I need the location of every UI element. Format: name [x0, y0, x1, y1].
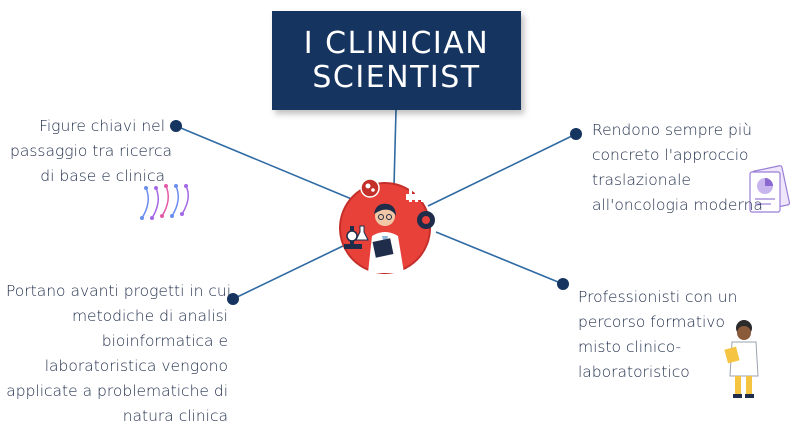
researcher-icon — [724, 320, 759, 398]
branch-label-top-right: Rendono sempre più concreto l'approccio … — [592, 118, 792, 218]
branch-line: Figure chiavi nel — [39, 117, 165, 135]
branch-line: Rendono sempre più — [592, 121, 753, 139]
node-bottom-right — [557, 278, 569, 290]
branch-line: bioinformatica e — [101, 332, 228, 350]
title-line-1: I CLINICIAN — [303, 25, 490, 61]
branch-line: Portano avanti progetti in cui — [6, 282, 232, 300]
branch-line: laboratoristica vengono — [44, 357, 228, 375]
branch-line: traslazionale — [592, 171, 691, 189]
branch-line: misto clinico- — [578, 338, 682, 356]
node-top-right — [570, 128, 582, 140]
branch-label-top-left: Figure chiavi nel passaggio tra ricerca … — [10, 114, 172, 189]
scientist-icon — [339, 178, 435, 274]
branch-line: metodiche di analisi — [71, 307, 228, 325]
branch-line: laboratoristico — [578, 363, 690, 381]
node-top-left — [170, 120, 182, 132]
connector-bottom-left — [232, 244, 346, 300]
title-line-2: SCIENTIST — [312, 59, 481, 95]
branch-line: Professionisti con un — [578, 288, 738, 306]
branch-line: all'oncologia moderna — [592, 196, 763, 214]
node-bottom-left — [227, 293, 239, 305]
branch-label-bottom-left: Portano avanti progetti in cui metodiche… — [6, 279, 232, 429]
connector-top — [393, 109, 397, 187]
dna-icon — [140, 184, 189, 220]
connector-top-left — [175, 125, 367, 206]
report-chart-icon — [749, 165, 790, 213]
title-box: I CLINICIAN SCIENTIST — [272, 11, 521, 110]
connector-bottom-right — [435, 231, 564, 285]
branch-line: percorso formativo — [578, 313, 725, 331]
branch-line: natura clinica — [122, 407, 228, 425]
branch-label-bottom-right: Professionisti con un percorso formativo… — [578, 285, 778, 385]
branch-line: applicate a problematiche di — [6, 382, 228, 400]
branch-line: concreto l'approccio — [592, 146, 749, 164]
connector-top-right — [427, 133, 577, 207]
branch-line: di base e clinica — [40, 167, 165, 185]
branch-line: passaggio tra ricerca — [10, 142, 172, 160]
